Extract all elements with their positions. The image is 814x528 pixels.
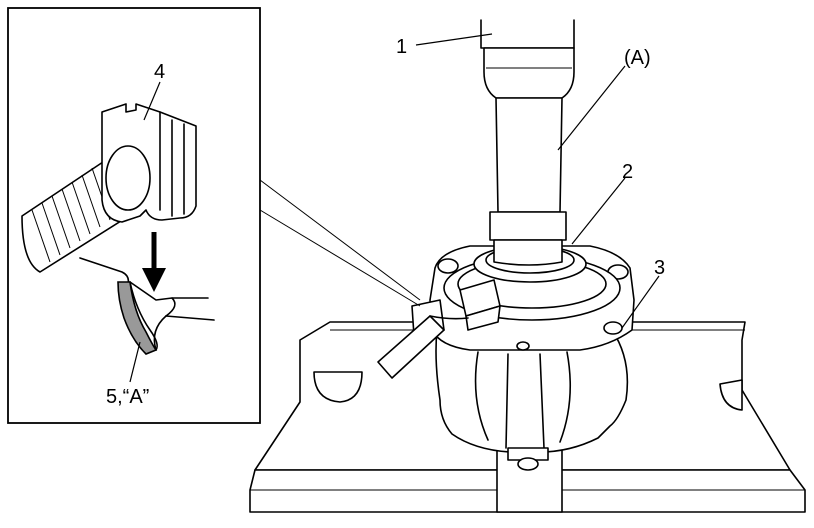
label-groove: 5,“A”	[106, 386, 149, 408]
inset-detail	[7, 7, 261, 424]
zoom-lines	[259, 179, 421, 307]
label-tool-a: (A)	[624, 47, 651, 69]
label-bearing: 2	[622, 161, 633, 183]
label-housing: 3	[654, 257, 665, 279]
label-cable-clamp: 4	[154, 61, 165, 83]
leader-lines	[129, 33, 660, 383]
label-press: 1	[396, 36, 407, 58]
cable-on-housing	[377, 279, 501, 379]
press-tool	[480, 19, 575, 266]
